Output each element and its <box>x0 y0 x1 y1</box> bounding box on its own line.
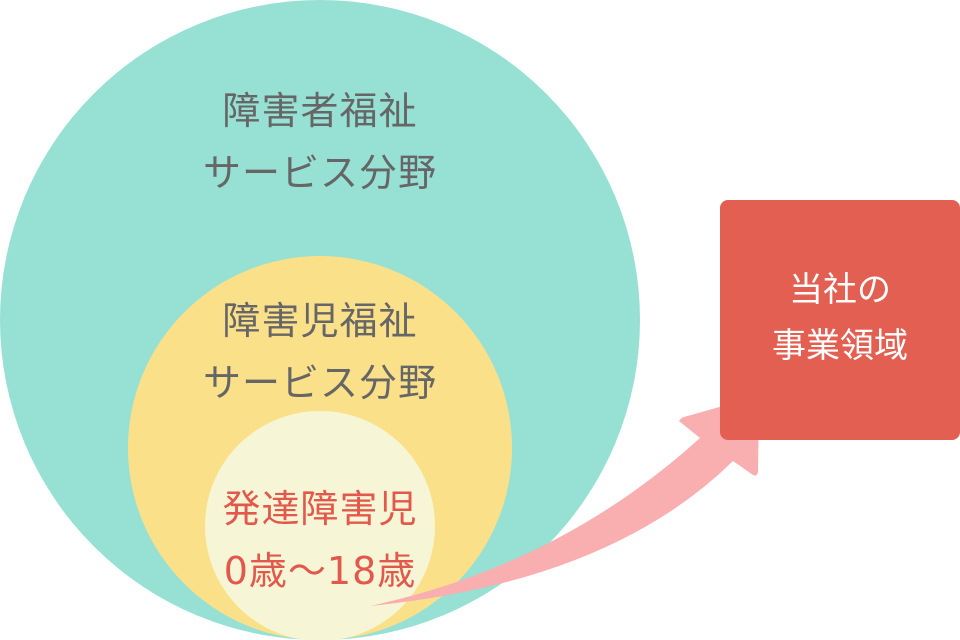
inner-circle <box>205 411 435 640</box>
outer-circle-label: 障害者福祉 サービス分野 <box>170 80 470 204</box>
inner-circle-label: 発達障害児 0歳〜18歳 <box>170 478 470 602</box>
outer-label-line2: サービス分野 <box>202 151 437 195</box>
inner-label-line2: 0歳〜18歳 <box>223 549 417 593</box>
middle-label-line1: 障害児福祉 <box>222 299 418 343</box>
inner-label-line1: 発達障害児 <box>222 487 418 531</box>
middle-label-line2: サービス分野 <box>202 361 437 405</box>
outer-label-line1: 障害者福祉 <box>222 89 418 133</box>
company-domain-box: 当社の 事業領域 <box>720 200 960 440</box>
middle-circle-label: 障害児福祉 サービス分野 <box>170 290 470 414</box>
company-box-line1: 当社の <box>789 270 891 310</box>
company-box-line2: 事業領域 <box>772 326 908 366</box>
